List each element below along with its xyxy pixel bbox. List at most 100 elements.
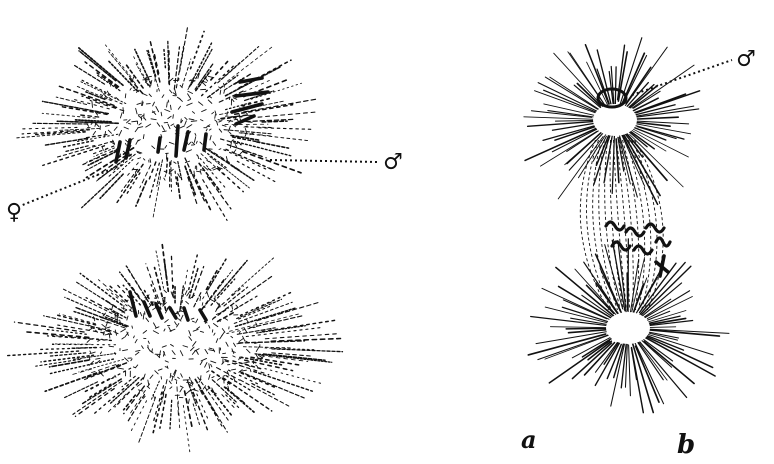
astral-ray (146, 264, 161, 305)
astral-ray (198, 377, 229, 420)
cytoplasm-granule (178, 377, 180, 378)
cytoplasm-granule (224, 318, 227, 320)
astral-ray (65, 382, 98, 398)
cytoplasm-granule (162, 95, 164, 98)
cytoplasm-granule (194, 390, 199, 391)
cytoplasm-granule (185, 121, 187, 125)
cytoplasm-granule (245, 128, 246, 130)
cytoplasm-granule (209, 364, 210, 369)
cytoplasm-granule (170, 105, 171, 109)
cytoplasm-granule (150, 375, 153, 378)
cytoplasm-granule (167, 366, 168, 368)
cytoplasm-granule (123, 108, 124, 114)
centrosome-clear-zone (606, 312, 650, 344)
cytoplasm-granule (188, 94, 191, 99)
cytoplasm-granule (191, 121, 197, 122)
cytoplasm-granule (153, 102, 155, 106)
cytoplasm-granule (232, 305, 233, 309)
cytoplasm-granule (234, 119, 237, 120)
cytoplasm-granule (173, 115, 174, 119)
astral-ray (615, 67, 616, 104)
cytoplasm-granule (185, 291, 187, 295)
astral-ray (178, 401, 180, 430)
cytoplasm-granule (131, 308, 132, 310)
cytoplasm-granule (180, 388, 182, 392)
cytoplasm-granule (196, 350, 198, 354)
cytoplasm-granule (197, 171, 201, 172)
cytoplasm-granule (168, 124, 170, 129)
astral-ray (59, 128, 100, 130)
astral-ray (639, 336, 672, 361)
cytoplasm-granule (138, 140, 140, 141)
leader-line (270, 160, 378, 162)
cytoplasm-granule (125, 333, 128, 337)
cytoplasm-granule (114, 127, 117, 130)
cytoplasm-granule (155, 371, 158, 374)
astral-ray (41, 347, 102, 349)
cytoplasm-granule (203, 307, 205, 308)
cytoplasm-granule (162, 297, 164, 299)
cytoplasm-granule (156, 106, 159, 111)
astral-ray (196, 180, 210, 210)
cytoplasm-granule (192, 112, 194, 114)
cytoplasm-granule (202, 110, 207, 112)
panel-label-b: b (677, 432, 695, 458)
astral-ray (86, 298, 115, 314)
cytoplasm-granule (171, 124, 174, 126)
astral-ray (243, 347, 290, 348)
cytoplasm-granule (112, 306, 113, 310)
astral-ray (630, 134, 684, 187)
cytoplasm-granule (200, 171, 201, 175)
cytoplasm-granule (227, 112, 228, 115)
cytoplasm-granule (102, 147, 103, 151)
astral-ray (639, 263, 675, 312)
cytoplasm-granule (244, 328, 247, 332)
cytoplasm-granule (202, 82, 205, 85)
cytoplasm-granule (146, 124, 151, 127)
cytoplasm-granule (137, 103, 141, 104)
cytoplasm-granule (223, 375, 225, 376)
cytoplasm-granule (181, 374, 183, 377)
cytoplasm-granule (161, 377, 162, 380)
cytoplasm-granule (151, 119, 156, 120)
cytoplasm-granule (125, 94, 126, 98)
cytoplasm-granule (200, 142, 202, 144)
cytoplasm-granule (216, 306, 219, 311)
astral-ray (98, 280, 131, 308)
cytoplasm-granule (109, 335, 110, 339)
cytoplasm-granule (128, 123, 130, 124)
astral-ray (211, 61, 228, 80)
astral-ray (138, 397, 155, 443)
cytoplasm-granule (234, 343, 236, 346)
astral-ray (525, 128, 596, 160)
astral-ray (133, 56, 150, 87)
cytoplasm-granule (213, 142, 216, 146)
astral-ray (97, 75, 120, 91)
astral-ray (128, 395, 144, 421)
astral-ray (255, 302, 272, 309)
cytoplasm-granule (136, 365, 138, 367)
cytoplasm-granule (191, 318, 194, 319)
cytoplasm-granule (139, 123, 141, 125)
cytoplasm-granule (189, 119, 194, 120)
cytoplasm-granule (210, 299, 215, 301)
astral-ray (127, 173, 140, 194)
cytoplasm-granule (125, 143, 126, 145)
cytoplasm-granule (148, 380, 149, 385)
cytoplasm-granule (181, 119, 182, 123)
astral-ray (218, 168, 244, 191)
astral-ray (265, 334, 339, 339)
cytoplasm-granule (217, 122, 218, 125)
cytoplasm-granule (164, 178, 165, 180)
cytoplasm-granule (168, 116, 171, 118)
cytoplasm-granule (164, 329, 165, 331)
cytoplasm-granule (115, 375, 116, 377)
astral-ray (106, 394, 126, 414)
astral-ray (185, 391, 192, 427)
chromosome (634, 246, 652, 254)
cytoplasm-granule (150, 159, 151, 163)
astral-ray (174, 47, 179, 89)
cytoplasm-granule (174, 162, 176, 163)
cytoplasm-granule (162, 126, 165, 131)
astral-ray (78, 134, 118, 141)
